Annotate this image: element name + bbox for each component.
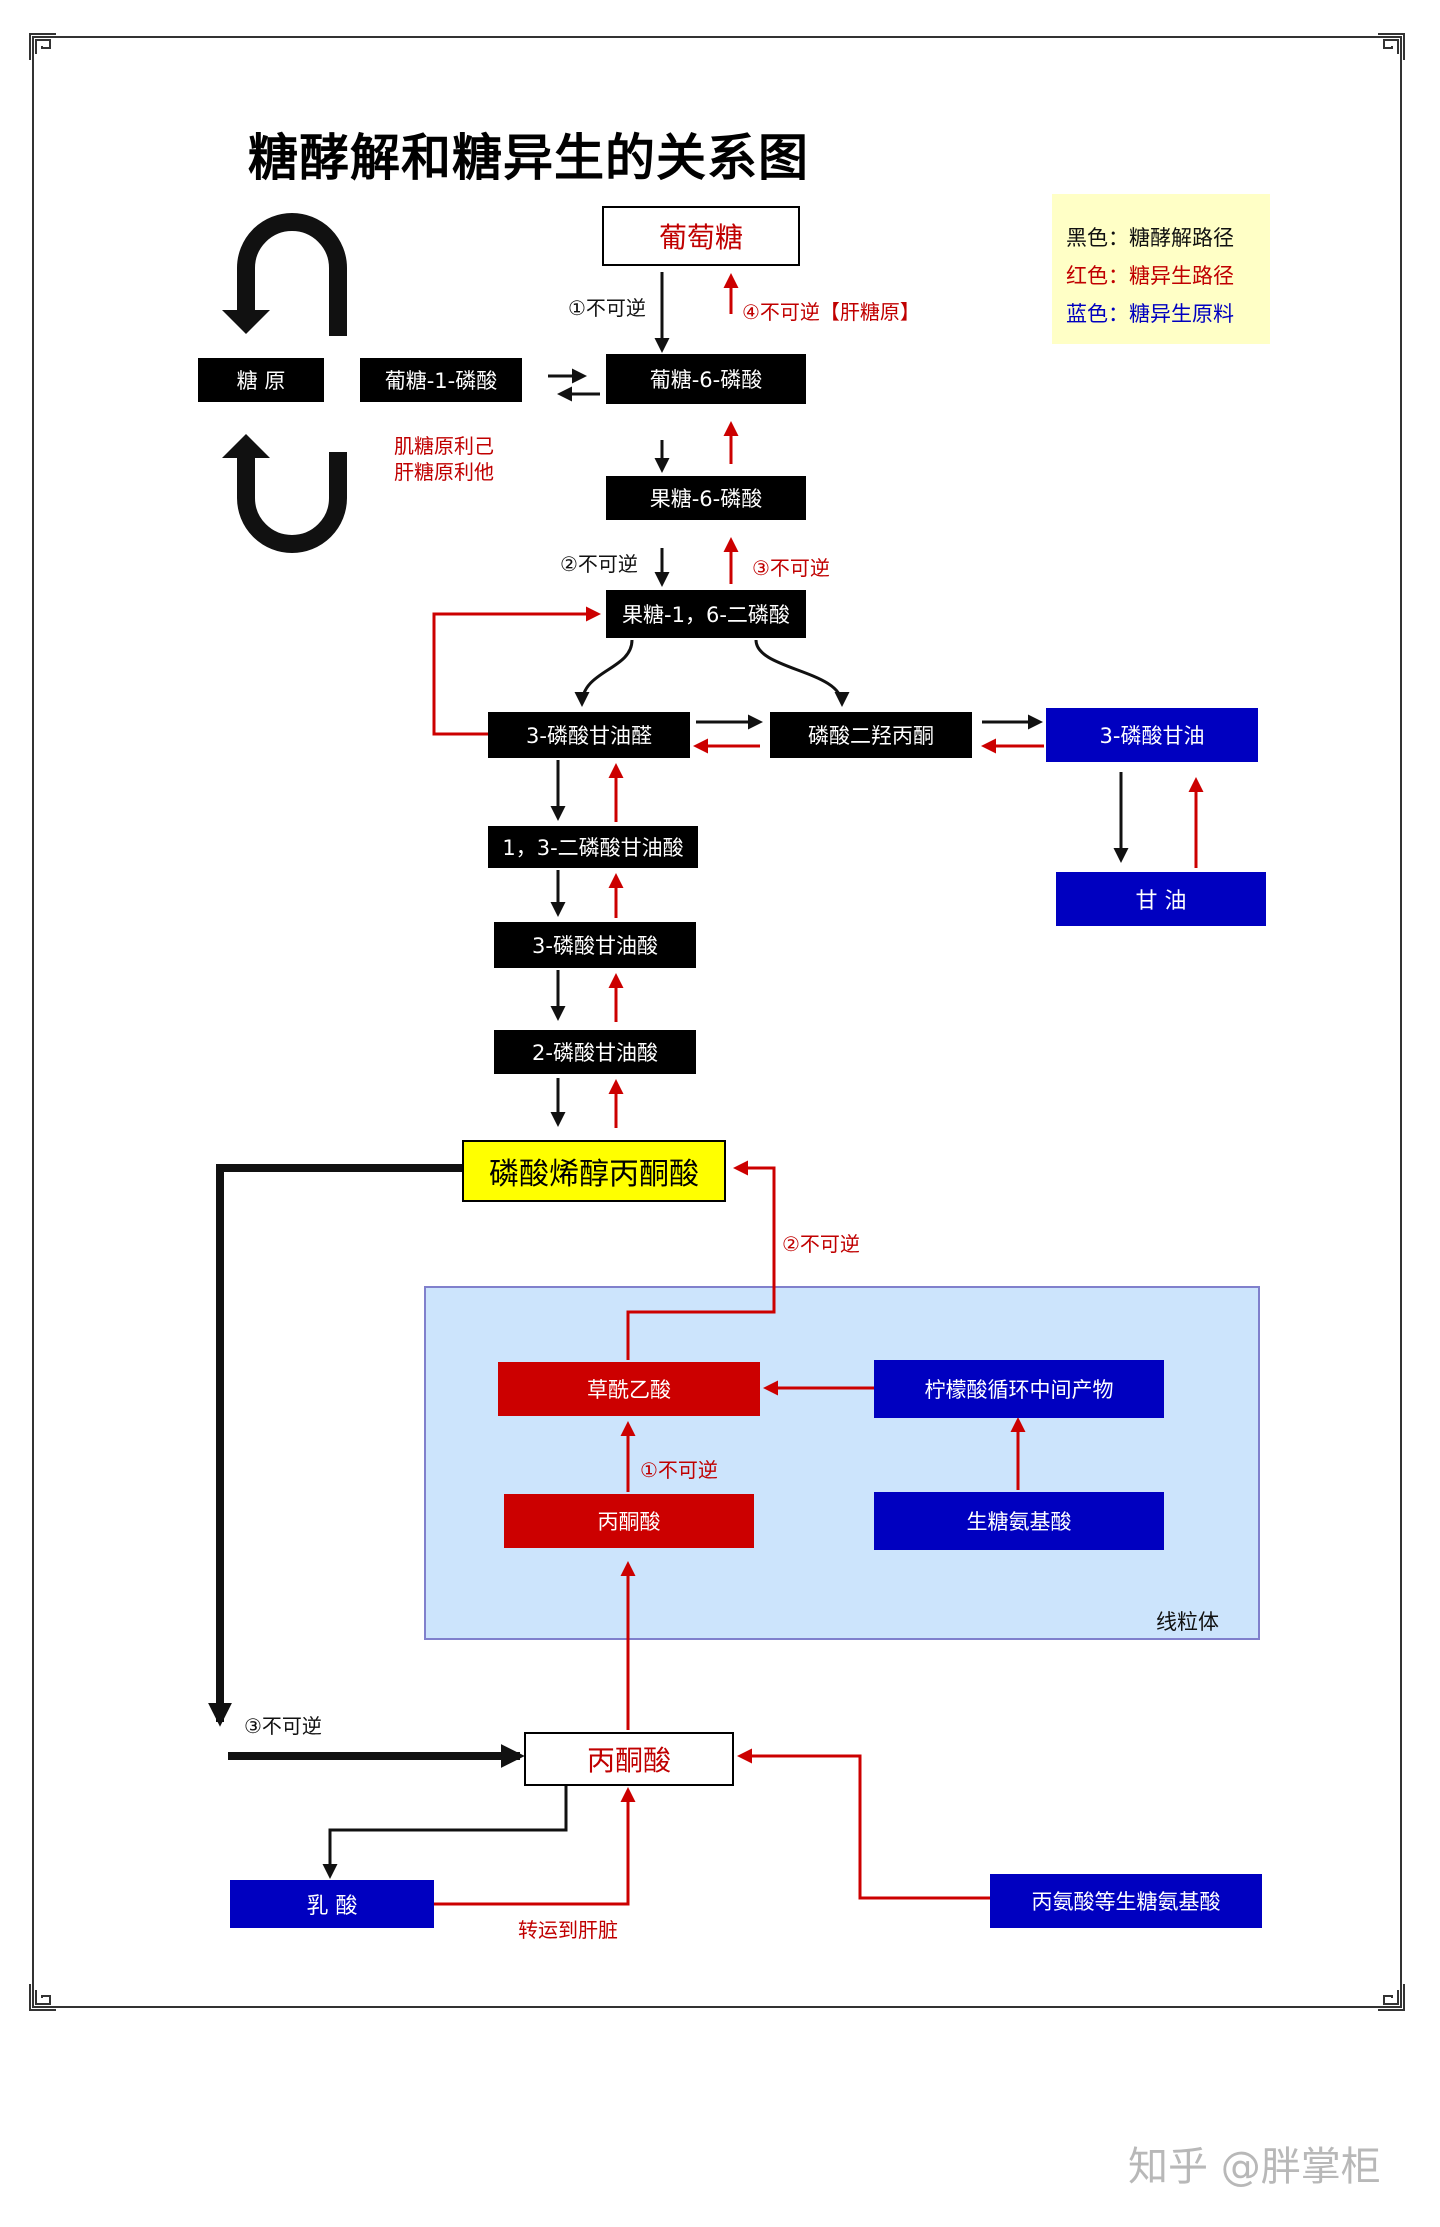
- node-glycogen: 糖 原: [198, 358, 324, 402]
- mitochondria-label: 线粒体: [1156, 1610, 1219, 1634]
- node-fructose-6-phosphate: 果糖-6-磷酸: [606, 476, 806, 520]
- label-irreversible-1-glycolysis: ①不可逆: [568, 296, 646, 320]
- legend-red: 红色：糖异生路径: [1066, 264, 1234, 288]
- watermark: 知乎 @胖掌柜: [1128, 2144, 1381, 2190]
- corner-ornament-bottom-right: [1376, 1982, 1406, 2012]
- label-transport-to-liver: 转运到肝脏: [518, 1918, 618, 1942]
- node-pyruvate: 丙酮酸: [524, 1732, 734, 1786]
- page-frame: [32, 36, 1402, 2008]
- node-glycerol: 甘 油: [1056, 872, 1266, 926]
- node-glycerol-3-phosphate: 3-磷酸甘油: [1046, 708, 1258, 762]
- node-3-phosphoglycerate: 3-磷酸甘油酸: [494, 922, 696, 968]
- node-2-phosphoglycerate: 2-磷酸甘油酸: [494, 1030, 696, 1074]
- node-pyruvate-mitochondria: 丙酮酸: [504, 1494, 754, 1548]
- corner-ornament-top-right: [1376, 32, 1406, 62]
- node-phosphoenolpyruvate: 磷酸烯醇丙酮酸: [462, 1140, 726, 1202]
- node-tca-intermediates: 柠檬酸循环中间产物: [874, 1360, 1164, 1418]
- legend-black: 黑色：糖酵解路径: [1066, 226, 1234, 250]
- glycogen-loop-top: [237, 213, 347, 336]
- label-liver-glycogen: 肝糖原利他: [394, 460, 494, 484]
- node-lactate: 乳 酸: [230, 1880, 434, 1928]
- node-glucose: 葡萄糖: [602, 206, 800, 266]
- label-irreversible-3-glycolysis: ③不可逆: [244, 1714, 322, 1738]
- glycogen-loop-bottom: [237, 452, 347, 553]
- node-dihydroxyacetone-phosphate: 磷酸二羟丙酮: [770, 712, 972, 758]
- label-irreversible-4-gluconeogenesis: ④不可逆【肝糖原】: [742, 300, 920, 324]
- label-muscle-glycogen: 肌糖原利己: [394, 434, 494, 458]
- node-1-3-bisphosphoglycerate: 1，3-二磷酸甘油酸: [488, 826, 698, 868]
- node-oxaloacetate: 草酰乙酸: [498, 1362, 760, 1416]
- label-irreversible-1-gluconeogenesis: ①不可逆: [640, 1458, 718, 1482]
- node-fructose-1-6-bisphosphate: 果糖-1，6-二磷酸: [606, 590, 806, 638]
- node-glucose-6-phosphate: 葡糖-6-磷酸: [606, 354, 806, 404]
- corner-ornament-bottom-left: [28, 1982, 58, 2012]
- label-irreversible-3-gluconeogenesis: ③不可逆: [752, 556, 830, 580]
- label-irreversible-2-glycolysis: ②不可逆: [560, 552, 638, 576]
- node-glucogenic-amino-acids: 生糖氨基酸: [874, 1492, 1164, 1550]
- corner-ornament-top-left: [28, 32, 58, 62]
- node-glucose-1-phosphate: 葡糖-1-磷酸: [360, 358, 522, 402]
- legend-blue: 蓝色：糖异生原料: [1066, 302, 1234, 326]
- mitochondria-region: [424, 1286, 1260, 1640]
- node-glyceraldehyde-3-phosphate: 3-磷酸甘油醛: [488, 712, 690, 758]
- legend: 黑色：糖酵解路径 红色：糖异生路径 蓝色：糖异生原料: [1052, 194, 1270, 344]
- label-irreversible-2-gluconeogenesis: ②不可逆: [782, 1232, 860, 1256]
- node-alanine-glucogenic-amino-acids: 丙氨酸等生糖氨基酸: [990, 1874, 1262, 1928]
- diagram-title: 糖酵解和糖异生的关系图: [248, 129, 809, 187]
